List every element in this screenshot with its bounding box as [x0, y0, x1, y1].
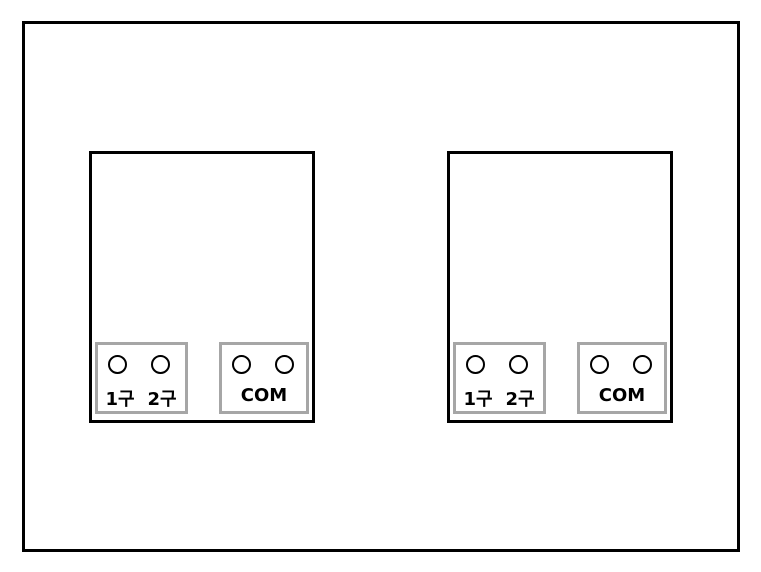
module-left: 1구 2구 COM: [89, 151, 315, 423]
port2-label: 2구: [147, 389, 177, 410]
terminal-circle: [633, 355, 652, 374]
terminal-circle: [108, 355, 127, 374]
port1-label: 1구: [105, 389, 135, 410]
port-terminal-block: 1구 2구: [453, 342, 546, 414]
port-terminal-block: 1구 2구: [95, 342, 188, 414]
terminal-circle: [466, 355, 485, 374]
port1-label: 1구: [463, 389, 493, 410]
terminal-circle: [232, 355, 251, 374]
outer-frame: [22, 21, 740, 552]
terminal-circle: [590, 355, 609, 374]
terminal-circle: [275, 355, 294, 374]
terminal-circle: [509, 355, 528, 374]
com-label: COM: [240, 385, 288, 406]
port2-label: 2구: [505, 389, 535, 410]
com-terminal-block: COM: [219, 342, 309, 414]
com-label: COM: [598, 385, 646, 406]
module-right: 1구 2구 COM: [447, 151, 673, 423]
com-terminal-block: COM: [577, 342, 667, 414]
terminal-circle: [151, 355, 170, 374]
